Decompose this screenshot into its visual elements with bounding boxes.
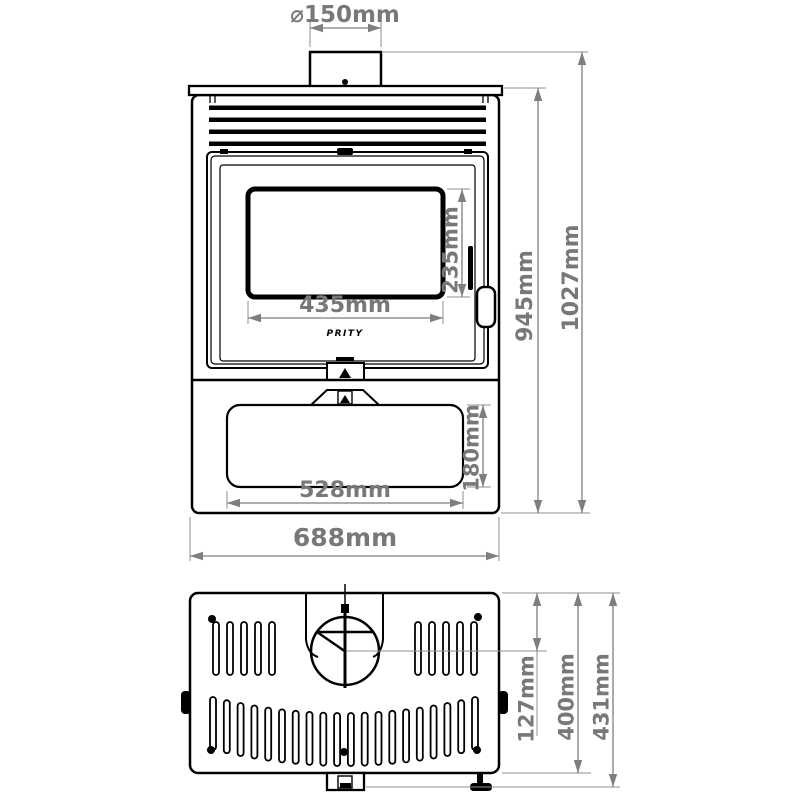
dim-label-glass-width: 435mm bbox=[299, 293, 391, 318]
dim-total-depth: 431mm bbox=[366, 593, 620, 788]
dim-label-drawer-width: 528mm bbox=[299, 478, 391, 503]
door-hinge-left bbox=[220, 149, 228, 154]
damper-diagonal bbox=[316, 631, 347, 653]
wood-drawer bbox=[225, 403, 465, 489]
flue-notch-arc-left bbox=[305, 639, 319, 658]
flue-collar bbox=[308, 50, 383, 88]
latch-arrow bbox=[339, 368, 351, 378]
dim-label-flue-offset: 127mm bbox=[515, 655, 539, 743]
door-top-latch bbox=[337, 148, 353, 155]
damper-knob bbox=[341, 604, 349, 613]
side-tab-right bbox=[498, 691, 508, 714]
latch-striker bbox=[336, 357, 354, 361]
dim-glass-height: 235mm bbox=[439, 188, 470, 298]
screws bbox=[207, 613, 482, 756]
top-vent-slats bbox=[209, 105, 486, 146]
dim-label-total-width: 688mm bbox=[293, 523, 397, 552]
dim-label-glass-height: 235mm bbox=[439, 206, 463, 294]
bottom-view: 127mm 400mm 431mm bbox=[181, 584, 620, 792]
dim-label-body-depth: 400mm bbox=[555, 653, 579, 741]
door-handle bbox=[475, 285, 497, 329]
flue-outlet bbox=[305, 584, 384, 688]
dim-flue-diameter: ⌀150mm bbox=[290, 2, 400, 47]
dim-label-body-height: 945mm bbox=[513, 250, 538, 342]
dim-drawer-width: 528mm bbox=[226, 478, 464, 509]
corner-bracket bbox=[470, 772, 492, 791]
top-plate bbox=[187, 84, 504, 97]
brand-logo: PRITY bbox=[326, 329, 363, 339]
base-section bbox=[192, 378, 499, 489]
door-glass bbox=[245, 186, 446, 300]
dim-body-height: 945mm bbox=[501, 87, 590, 514]
handle-mount bbox=[468, 246, 473, 290]
dim-label-total-height: 1027mm bbox=[559, 224, 584, 331]
dim-drawer-height: 180mm bbox=[460, 404, 491, 492]
dim-total-height: 1027mm bbox=[383, 51, 588, 513]
dim-body-depth: 400mm bbox=[502, 593, 591, 774]
upper-slot-group-right bbox=[414, 621, 478, 676]
bottom-tab bbox=[325, 771, 366, 792]
side-tab-left bbox=[181, 691, 191, 714]
dim-label-total-depth: 431mm bbox=[590, 653, 614, 741]
front-view: PRITY ⌀150mm 435mm bbox=[187, 2, 590, 561]
drawer-latch-arrow bbox=[340, 395, 350, 403]
lower-slot-row bbox=[209, 696, 479, 767]
dim-label-flue-diameter: ⌀150mm bbox=[290, 2, 400, 28]
collar-bolt bbox=[342, 79, 348, 85]
plate-tabs bbox=[209, 95, 489, 103]
dim-glass-width: 435mm bbox=[247, 293, 444, 324]
dim-label-drawer-height: 180mm bbox=[460, 404, 484, 492]
dim-flue-offset: 127mm bbox=[347, 592, 620, 743]
door-hinge-right bbox=[464, 149, 472, 154]
dim-total-width: 688mm bbox=[189, 517, 500, 561]
upper-slot-group-left bbox=[212, 621, 276, 676]
